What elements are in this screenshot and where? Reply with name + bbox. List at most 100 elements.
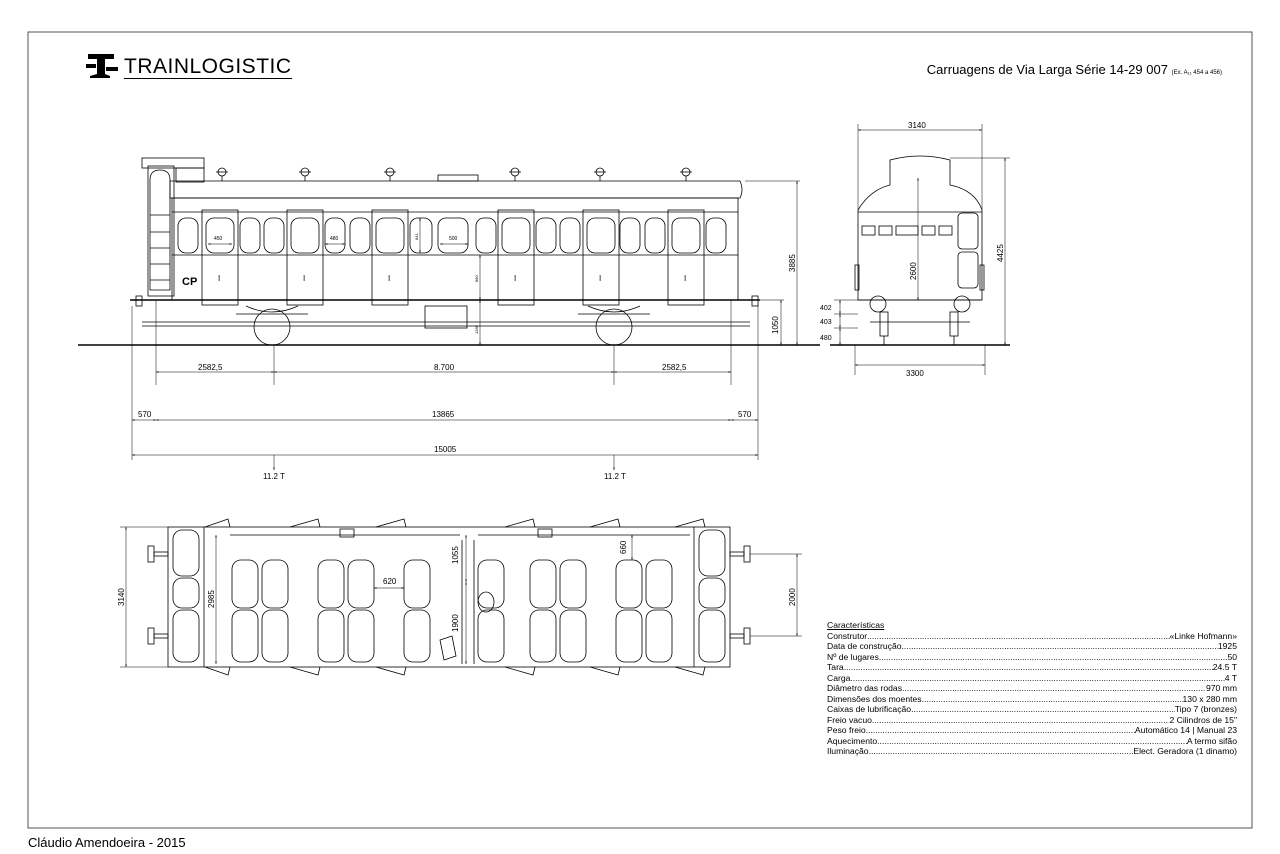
dim-end-402: 402 [820, 305, 832, 312]
spec-row: Caixas de lubrificação Tipo 7 (bronzes) [827, 704, 1237, 715]
dim-plan-1055: 1055 [451, 546, 460, 564]
dim-window-450: 450 [214, 236, 223, 242]
spec-label: Peso freio [827, 725, 866, 735]
dim-plan-buffer-spacing: 2000 [788, 588, 797, 606]
specs-heading: Características [827, 620, 885, 630]
seats [172, 529, 726, 663]
brand-name: TRAINLOGISTIC [124, 55, 292, 79]
dim-plan-620: 620 [383, 577, 397, 586]
spec-label: Nº de lugares [827, 651, 879, 662]
spec-value: Tipo 7 (bronzes) [1174, 704, 1237, 714]
spec-value: Automático 14 | Manual 23 [1134, 725, 1237, 735]
dim-door-1285: 1285 [474, 324, 479, 334]
spec-label: Tara [827, 662, 844, 672]
spec-row: Tara 24.5 T [827, 662, 1237, 673]
dim-end-height-2600: 2600 [909, 262, 918, 280]
dim-buffer-right: 570 [738, 410, 752, 419]
spec-value: Elect. Geradora (1 dinamo) [1133, 746, 1237, 756]
dim-end-height-total: 4425 [996, 244, 1005, 262]
spec-row: Diâmetro das rodas 970 mm [827, 683, 1237, 694]
dim-plan-inner-width: 2985 [207, 590, 216, 608]
spec-label: Diâmetro das rodas [827, 683, 902, 693]
spec-label: Iluminação [827, 746, 869, 756]
spec-leader-dots [850, 673, 1224, 684]
dim-body-length: 13865 [432, 410, 455, 419]
spec-leader-dots [866, 725, 1135, 736]
side-view [78, 157, 820, 470]
dim-end-480: 480 [820, 335, 832, 342]
spec-value: A termo sifão [1186, 735, 1237, 746]
spec-row: Peso freio Automático 14 | Manual 23 [827, 725, 1237, 736]
spec-label: Aquecimento [827, 735, 878, 746]
bogie-right [578, 305, 650, 346]
dim-plan-1900: 1900 [451, 614, 460, 632]
dim-total-length: 15005 [434, 445, 457, 454]
dim-end-width-top: 3140 [908, 121, 926, 130]
title-note: (Ex. A₁₁ 454 a 456) [1171, 70, 1222, 76]
spec-label: Data de construção [827, 641, 902, 651]
spec-row: Construtor «Linke Hofmann» [827, 631, 1237, 642]
spec-value: 1925 [1217, 641, 1237, 651]
class-mark: I [303, 274, 305, 283]
specs-rows: Construtor«Linke Hofmann»Data de constru… [827, 631, 1237, 757]
drawing-title: Carruagens de Via Larga Série 14-29 007 … [880, 62, 1222, 77]
spec-value: «Linke Hofmann» [1169, 630, 1237, 641]
plan-view [120, 518, 802, 676]
dim-window-841: 841 [414, 233, 419, 240]
spec-label: Construtor [827, 630, 868, 641]
dim-bogie-end-left: 2582,5 [198, 363, 223, 372]
class-mark: I [388, 274, 390, 283]
spec-value: 50 [1227, 651, 1237, 662]
bogie-left [236, 305, 308, 346]
spec-value: 24.5 T [1212, 662, 1237, 672]
dim-end-403: 403 [820, 319, 832, 326]
spec-row: Nº de lugares 50 [827, 652, 1237, 663]
door-flaps [204, 518, 706, 676]
dim-buffer-left: 570 [138, 410, 152, 419]
axle-load-right: 11.2 T [604, 472, 626, 481]
specs-table: Características Construtor «Linke Hofmann… [827, 620, 1237, 757]
dim-end-base-width: 3300 [906, 369, 924, 378]
dim-plan-width: 3140 [117, 588, 126, 606]
dim-window-500: 500 [449, 236, 458, 242]
spec-value: 970 mm [1205, 683, 1237, 693]
spec-leader-dots [902, 641, 1218, 652]
trainlogistic-logo-icon [86, 54, 118, 78]
spec-leader-dots [911, 704, 1175, 715]
spec-leader-dots [922, 694, 1183, 705]
roof-vents [216, 167, 692, 182]
spec-row: Aquecimento A termo sifão [827, 736, 1237, 747]
spec-leader-dots [879, 652, 1228, 663]
class-mark: I [514, 274, 516, 283]
author-credit: Cláudio Amendoeira - 2015 [28, 835, 186, 850]
side-doors [201, 209, 705, 306]
spec-row: Data de construção 1925 [827, 641, 1237, 652]
spec-label: Caixas de lubrificação [827, 704, 912, 714]
end-view [830, 124, 1010, 375]
class-mark: I [218, 274, 220, 283]
spec-leader-dots [844, 662, 1213, 673]
spec-label: Freio vacuo [827, 714, 872, 725]
spec-leader-dots [872, 715, 1170, 726]
spec-row: Carga4 T [827, 673, 1237, 684]
dim-bogie-center: 8.700 [434, 363, 455, 372]
dim-total-height: 3885 [788, 254, 797, 272]
title-main: Carruagens de Via Larga Série 14-29 007 [926, 62, 1168, 77]
spec-label: Carga [827, 672, 851, 683]
car-marking: CP [182, 276, 197, 288]
dim-bogie-end-right: 2582,5 [662, 363, 687, 372]
class-mark: I [599, 274, 601, 283]
class-mark: I [684, 274, 686, 283]
dim-plan-660: 660 [619, 540, 628, 554]
spec-leader-dots [869, 746, 1134, 757]
dim-door-880: 880 [474, 275, 479, 282]
axle-load-left: 11.2 T [263, 472, 285, 481]
spec-row: Dimensões dos moentes130 x 280 mm [827, 694, 1237, 705]
dim-window-480: 480 [330, 236, 339, 242]
spec-leader-dots [867, 631, 1170, 642]
spec-value: 2 Cilindros de 15" [1169, 714, 1237, 725]
spec-label: Dimensões dos moentes [827, 693, 922, 704]
spec-row: Iluminação Elect. Geradora (1 dinamo) [827, 746, 1237, 757]
